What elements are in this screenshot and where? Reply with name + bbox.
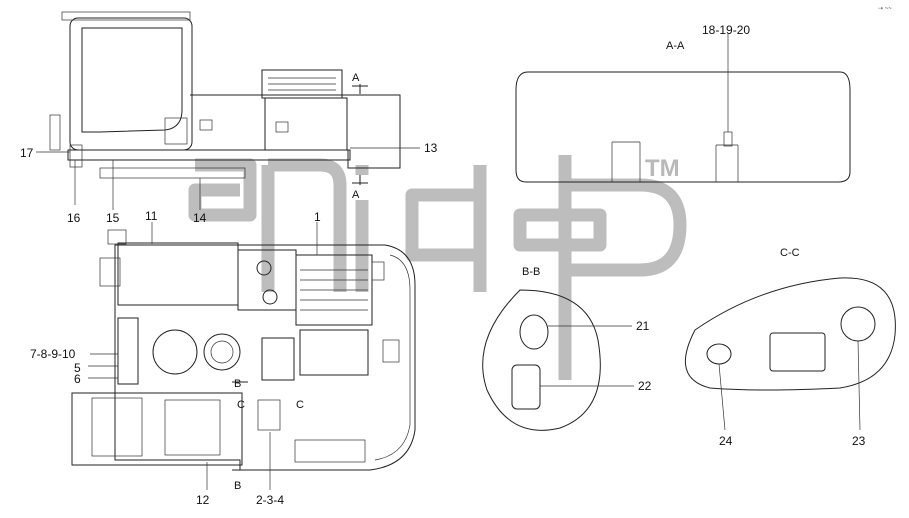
section-a-a (515, 34, 851, 183)
rear-access (382, 339, 400, 363)
swing-motor (203, 333, 241, 371)
center-joint (152, 329, 198, 375)
bb-plate-outline (482, 289, 601, 431)
boom-foot (117, 317, 139, 385)
main-control-valve (299, 329, 369, 376)
watermark: TM (188, 155, 687, 380)
valve-block-1 (261, 337, 295, 381)
boom-bracket (107, 229, 127, 245)
callout-5: 5 (74, 361, 81, 375)
bb-port-round (519, 314, 549, 350)
lower-step (69, 144, 83, 168)
filter-box (99, 257, 121, 287)
callout-24: 24 (719, 434, 733, 448)
cab-roof (61, 11, 191, 21)
engine-compartment (264, 97, 348, 151)
callout-2-3-4: 2-3-4 (256, 493, 284, 507)
tank-sump-right (715, 144, 739, 182)
leader-24 (718, 363, 726, 431)
section-c-c (684, 277, 896, 431)
bb-port-slot (511, 364, 541, 410)
side-plate (199, 119, 213, 131)
seat-frame (91, 397, 143, 457)
cab-outline (69, 17, 193, 151)
callout-7-8-9-10: 7-8-9-10 (30, 347, 76, 361)
plan-view (71, 229, 416, 471)
a-section-top-mark (352, 84, 368, 94)
cc-port-small (706, 343, 732, 365)
cab-floor (71, 392, 243, 466)
leader-lines (36, 147, 420, 490)
callout-12: 12 (196, 493, 210, 507)
counterweight-edge (374, 254, 411, 461)
tank-sump-left (611, 141, 641, 182)
marker-a-bottom: A (352, 189, 360, 201)
marker-b-upper: B (234, 378, 241, 390)
section-title-c-c: C-C (780, 247, 800, 259)
callout-14: 14 (193, 211, 207, 225)
cc-plate-outline (684, 277, 896, 391)
corner-note: ⇢ ~~ (878, 6, 892, 12)
console-frame (164, 399, 221, 456)
leader-23 (857, 340, 861, 431)
callout-21: 21 (636, 319, 650, 333)
side-view (49, 11, 401, 185)
pump-port-1 (256, 260, 272, 276)
upper-frame (190, 94, 401, 169)
callout-17: 17 (20, 146, 34, 160)
swing-ring (99, 167, 246, 179)
swing-motor-inner (210, 340, 234, 364)
radiator-block (295, 254, 373, 326)
fuel-tank-outline (515, 71, 851, 183)
section-b-b (482, 289, 634, 431)
marker-c-left: C (237, 399, 245, 411)
upper-structure-outline (114, 244, 416, 471)
cab-step (49, 114, 61, 151)
section-title-a-a: A-A (666, 40, 685, 52)
callout-22: 22 (638, 379, 652, 393)
turntable-deck (67, 149, 351, 161)
engine-plate (275, 121, 289, 133)
radiator-cap (371, 261, 385, 281)
watermark-tm: TM (645, 155, 680, 182)
callout-15: 15 (106, 211, 120, 225)
drain-fitting (723, 131, 733, 147)
callout-23: 23 (852, 434, 866, 448)
rear-frame (294, 439, 366, 463)
marker-a-top: A (352, 72, 360, 84)
cab-window (81, 27, 183, 133)
radiator-fins (300, 269, 368, 311)
cc-center-plate (769, 332, 826, 372)
section-title-b-b: B-B (522, 266, 540, 278)
callout-18-19-20: 18-19-20 (702, 23, 750, 37)
a-section-bottom-mark (352, 175, 368, 185)
callout-16: 16 (67, 211, 81, 225)
battery-box (257, 399, 281, 431)
callout-6: 6 (74, 372, 81, 386)
callout-1: 1 (314, 210, 321, 224)
pump-port-2 (262, 289, 278, 305)
callout-13: 13 (424, 141, 438, 155)
side-panel (164, 117, 188, 145)
callout-11: 11 (145, 209, 158, 223)
hood-louvers (268, 77, 336, 91)
tank-block (117, 242, 239, 306)
marker-b-lower: B (234, 480, 241, 492)
marker-c-right: C (296, 399, 304, 411)
cc-port-large (840, 306, 876, 342)
